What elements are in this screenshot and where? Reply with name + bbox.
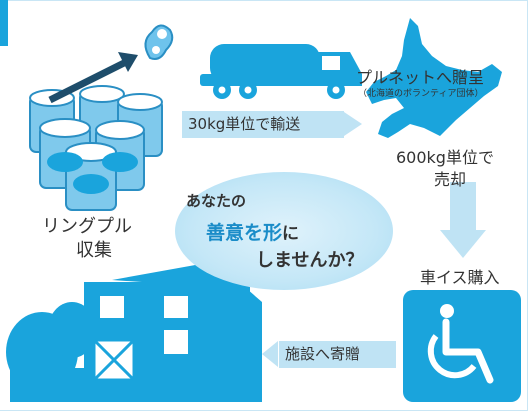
up-arrow bbox=[48, 52, 138, 104]
donate-subtitle: （北海道のボランティア団体） bbox=[358, 89, 484, 99]
hokkaido-map-icon bbox=[366, 18, 502, 138]
right-arrow bbox=[344, 112, 362, 136]
sell-label-line2: 売却 bbox=[434, 170, 467, 189]
down-arrow bbox=[440, 182, 486, 258]
message-bubble bbox=[175, 172, 393, 290]
house-icon bbox=[84, 262, 262, 402]
bubble-line2: 善意を形に bbox=[206, 218, 299, 245]
wheelchair-icon bbox=[403, 290, 521, 402]
bubble-line1: あなたの bbox=[186, 192, 247, 210]
tree-icon bbox=[6, 302, 100, 402]
donate-title: プルネットへ贈呈 bbox=[356, 68, 485, 87]
collect-label-line1: リングプル bbox=[42, 216, 132, 237]
tanker-truck-icon bbox=[200, 44, 362, 99]
left-arrow bbox=[262, 341, 278, 367]
sell-label-line1: 600kg単位で bbox=[396, 148, 494, 167]
facility-label: 施設へ寄贈 bbox=[279, 341, 396, 368]
cans-icon bbox=[29, 85, 163, 211]
bubble-line2-rest: に bbox=[282, 224, 300, 244]
bubble-line3: しませんか？ bbox=[256, 250, 364, 271]
transport-label: 30kg単位で輸送 bbox=[182, 111, 344, 138]
corner-accent bbox=[0, 0, 8, 46]
bubble-line2-strong: 善意を形 bbox=[206, 222, 283, 244]
collect-label-line2: 収集 bbox=[76, 240, 112, 261]
pull-tab-icon bbox=[144, 24, 174, 60]
buy-label: 車イス購入 bbox=[420, 268, 500, 287]
